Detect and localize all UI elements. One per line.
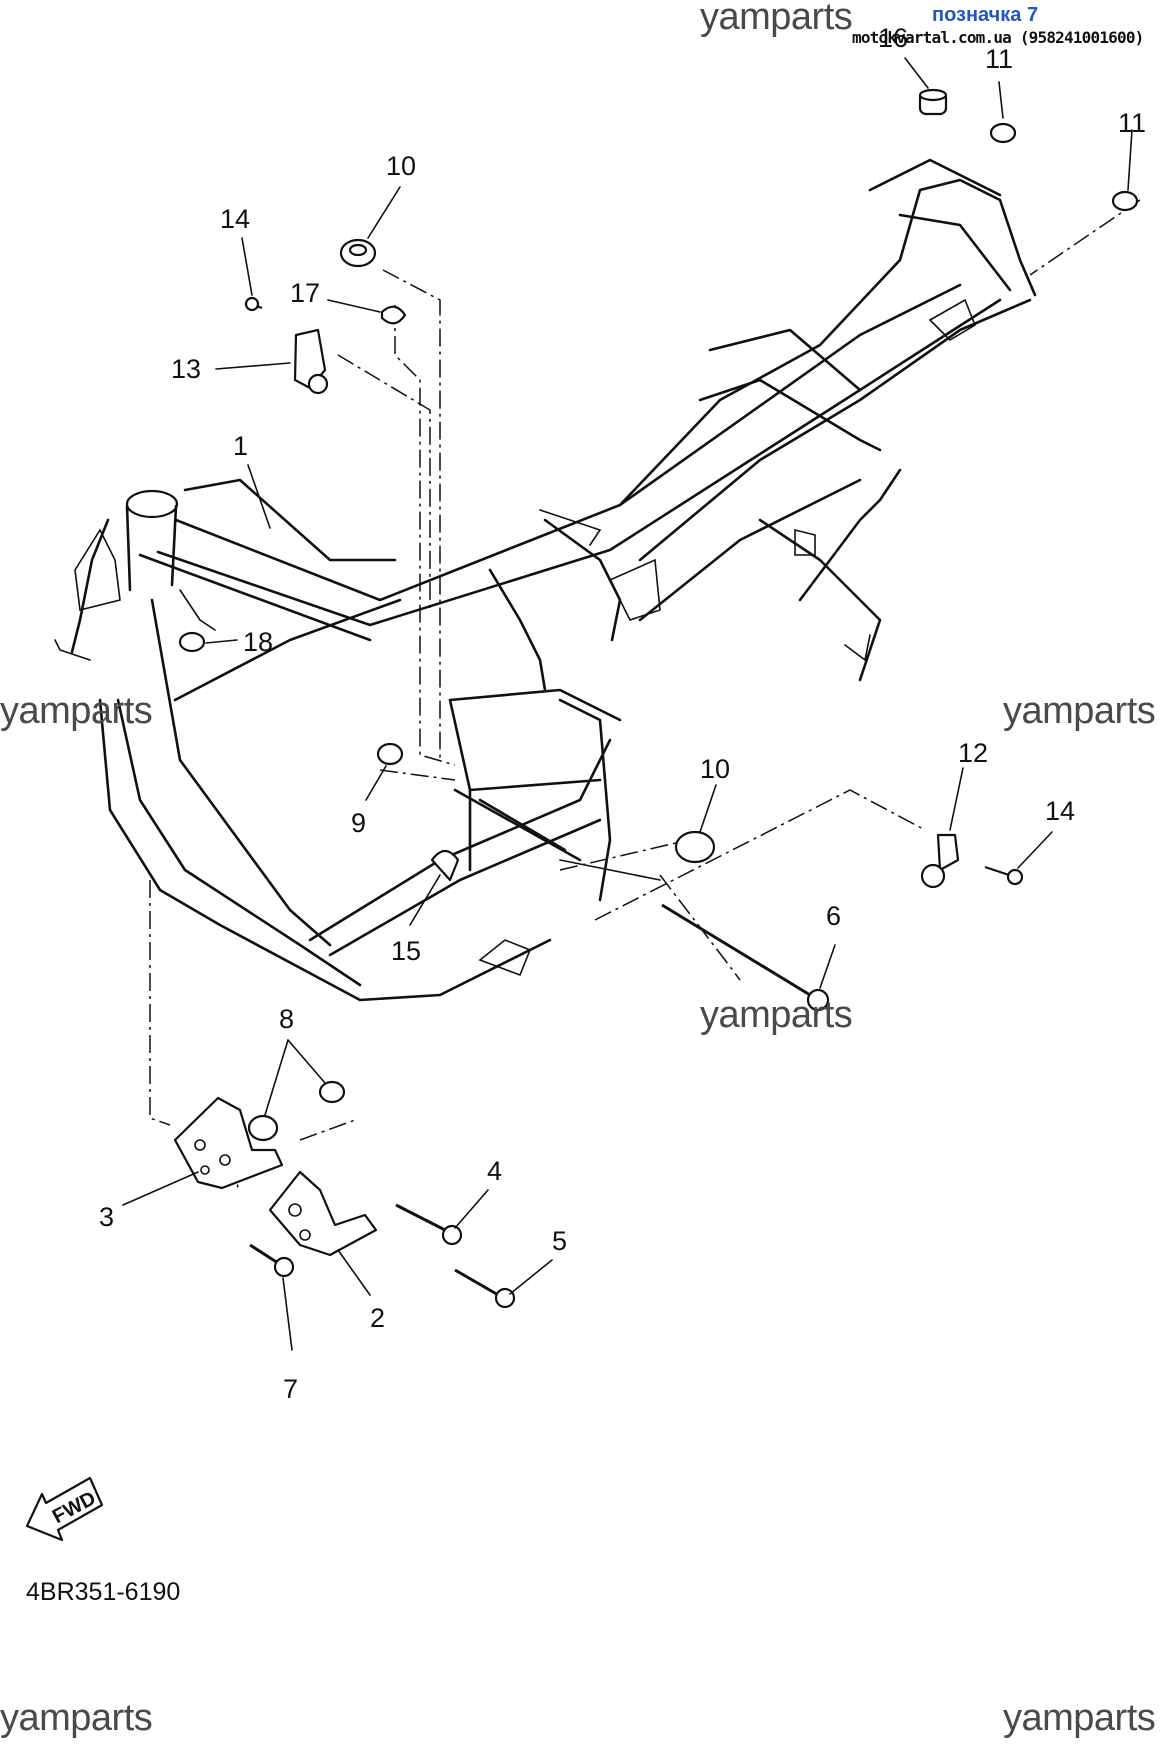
callout-4: 4 <box>487 1156 502 1186</box>
watermark-mid: yamparts <box>700 994 853 1036</box>
callout-9: 9 <box>351 808 366 838</box>
fwd-arrow: FWD <box>25 1476 104 1542</box>
watermark-left: yamparts <box>0 690 153 732</box>
watermark-bottom-right: yamparts <box>1003 1697 1156 1739</box>
callout-10-top: 10 <box>386 151 416 181</box>
loose-parts <box>173 88 1139 1309</box>
callout-11-top: 11 <box>985 44 1013 74</box>
callout-1: 1 <box>233 431 248 461</box>
callout-12: 12 <box>958 738 988 768</box>
site-reference: motokvartal.com.ua (958241001600) <box>852 28 1144 47</box>
callout-13: 13 <box>171 354 201 384</box>
callout-3: 3 <box>99 1202 114 1232</box>
callout-17: 16 <box>878 23 908 53</box>
callout-leaders <box>122 57 1133 1351</box>
watermark-top: yamparts <box>700 0 853 38</box>
callout-14-top: 14 <box>220 204 250 234</box>
callout-18: 18 <box>243 627 273 657</box>
callout-11-right: 11 <box>1118 108 1146 138</box>
marker-badge: позначка 7 <box>932 4 1039 26</box>
callout-5: 5 <box>552 1226 567 1256</box>
callout-7: 7 <box>283 1374 298 1404</box>
callout-14-right: 14 <box>1045 796 1075 826</box>
callout-8: 8 <box>279 1004 294 1034</box>
watermark-bottom-left: yamparts <box>0 1697 153 1739</box>
diagram-part-code: 4BR351-6190 <box>26 1578 181 1606</box>
watermark-right: yamparts <box>1003 690 1156 732</box>
callout-16: 17 <box>290 278 320 308</box>
callout-15: 15 <box>391 936 421 966</box>
callout-2: 2 <box>370 1303 385 1333</box>
callout-6: 6 <box>826 901 841 931</box>
main-frame <box>54 158 1037 1002</box>
callout-10-right: 10 <box>700 754 730 784</box>
callout-labels: 16 11 11 10 14 17 13 1 18 10 12 14 9 15 … <box>99 23 1146 1404</box>
